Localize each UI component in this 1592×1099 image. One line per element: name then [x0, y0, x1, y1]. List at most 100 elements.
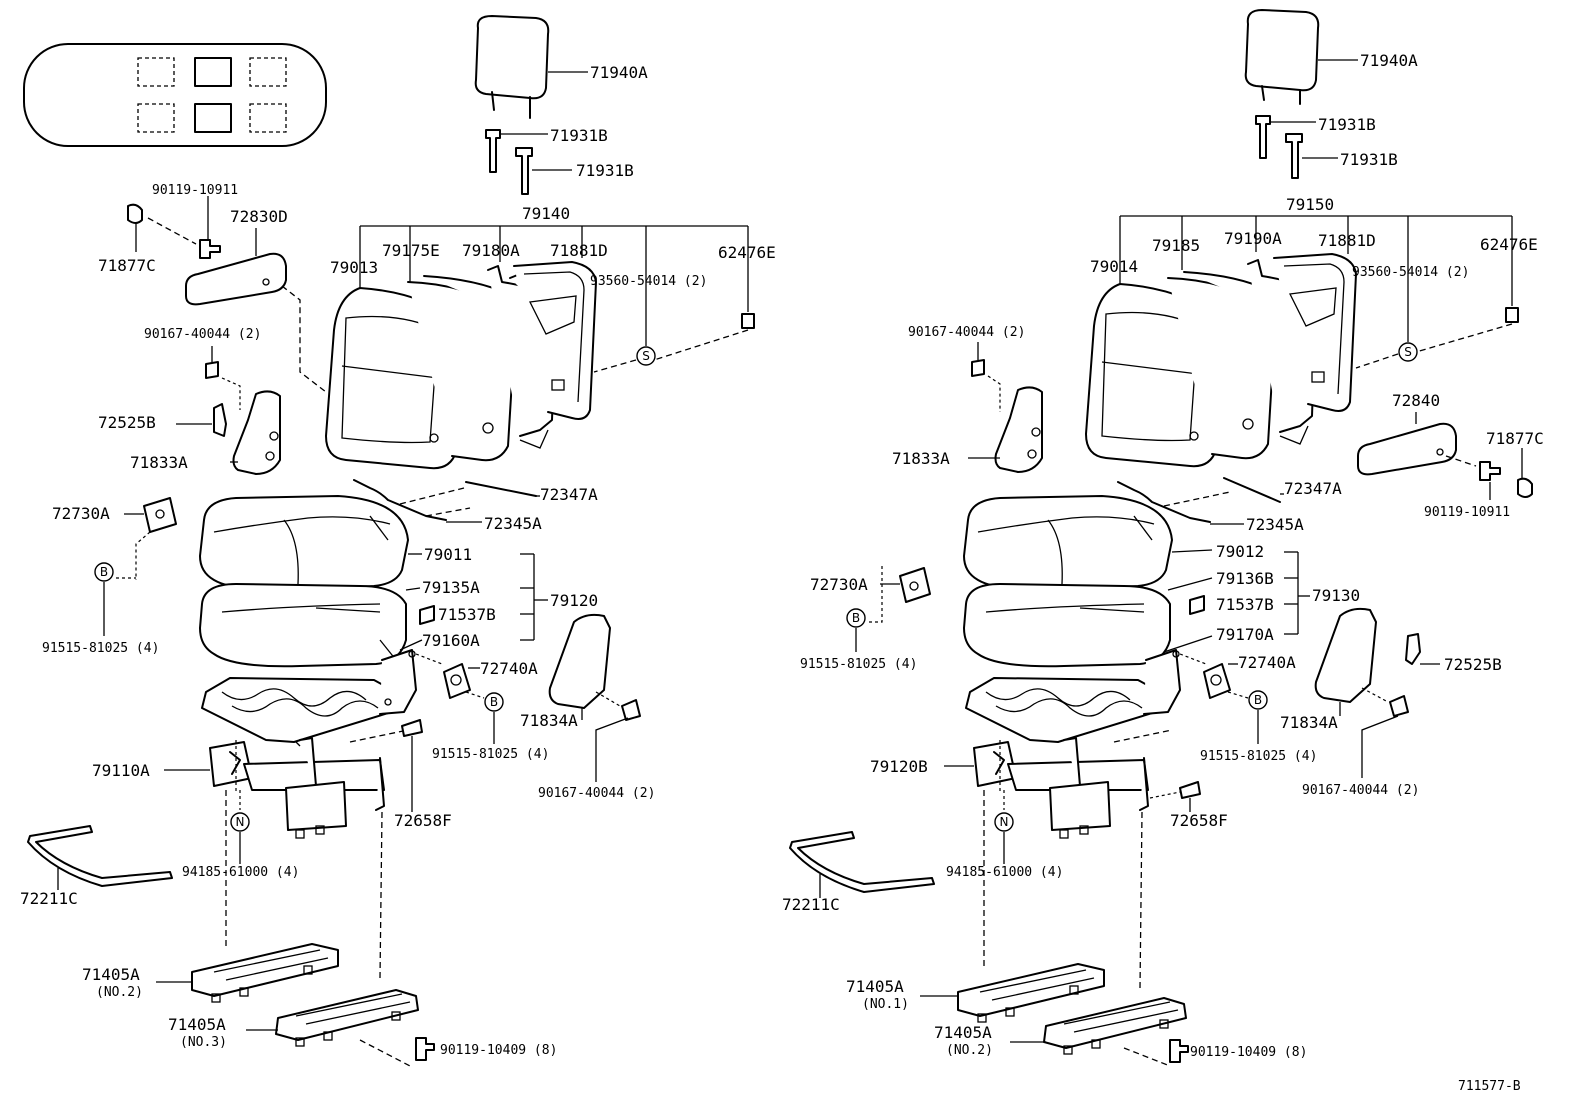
label-79180A: 79180A — [462, 241, 520, 260]
side-cover-right — [1314, 607, 1440, 778]
label-90167-40044: 90167-40044 (2) — [908, 325, 1025, 340]
label-71834A: 71834A — [520, 711, 578, 730]
callout-n-right: N — [994, 790, 1014, 864]
label-71940A: 71940A — [1360, 51, 1418, 70]
seat-frame-left — [201, 649, 443, 747]
rails-left — [156, 790, 435, 1067]
label-71877C: 71877C — [1486, 429, 1544, 448]
label-72211C: 72211C — [782, 895, 840, 914]
plate-72730A-right: B — [846, 566, 931, 652]
label-79150: 79150 — [1286, 195, 1334, 214]
label-91515-81025: 91515-81025 (4) — [432, 747, 549, 762]
seat-cushion-right — [963, 495, 1213, 668]
callout-n-left: N — [230, 790, 250, 864]
label-72658F: 72658F — [1170, 811, 1228, 830]
label-91515-81025: 91515-81025 (4) — [1200, 749, 1317, 764]
label-72840: 72840 — [1392, 391, 1440, 410]
label-79110A: 79110A — [92, 761, 150, 780]
label-79140: 79140 — [522, 204, 570, 223]
label-71833A: 71833A — [892, 449, 950, 468]
label-71881D: 71881D — [1318, 231, 1376, 250]
label-94185-61000: 94185-61000 (4) — [182, 865, 299, 880]
label-72345A: 72345A — [484, 514, 542, 533]
headrest-right — [1244, 9, 1358, 105]
label-71834A: 71834A — [1280, 713, 1338, 732]
label-79011: 79011 — [424, 545, 472, 564]
label-79135A: 79135A — [422, 578, 480, 597]
label-90167-40044: 90167-40044 (2) — [144, 327, 261, 342]
callout-s-text-right: S — [1404, 345, 1412, 359]
callout-s-right: S — [1355, 342, 1418, 369]
label-79120B: 79120B — [870, 757, 928, 776]
headrest-guides-right — [1255, 115, 1338, 179]
label-93560-54014: 93560-54014 (2) — [1352, 265, 1469, 280]
label-71931B: 71931B — [1340, 150, 1398, 169]
right-seat-assembly: S — [789, 9, 1533, 1067]
cap-62476E-right — [1415, 307, 1519, 353]
side-cover-left — [548, 613, 641, 782]
callout-b-text-2: B — [490, 695, 498, 709]
label-90119-10409: 90119-10409 (8) — [1190, 1045, 1307, 1060]
label-no1: (NO.1) — [862, 997, 909, 1012]
label-72525B: 72525B — [1444, 655, 1502, 674]
label-79120: 79120 — [550, 591, 598, 610]
left-seat-assembly: S — [27, 15, 755, 1067]
rails-right — [920, 790, 1189, 1067]
seat-base-right — [944, 729, 1173, 839]
label-71931B: 71931B — [550, 126, 608, 145]
label-72525B: 72525B — [98, 413, 156, 432]
label-71877C: 71877C — [98, 256, 156, 275]
seatback-right — [1085, 253, 1357, 468]
label-72740A: 72740A — [1238, 653, 1296, 672]
label-90119-10911: 90119-10911 — [1424, 505, 1510, 520]
cap-62476E-left — [653, 313, 755, 361]
label-71931B: 71931B — [576, 161, 634, 180]
callout-s-text: S — [642, 349, 650, 363]
headrest-guides-left — [485, 129, 572, 195]
label-79160A: 79160A — [422, 631, 480, 650]
seat-frame-right — [965, 649, 1207, 743]
cap-72658F-left — [401, 719, 423, 812]
label-90119-10409: 90119-10409 (8) — [440, 1043, 557, 1058]
seat-cushion-left — [199, 495, 423, 668]
label-72730A: 72730A — [52, 504, 110, 523]
label-79185: 79185 — [1152, 236, 1200, 255]
label-72347A: 72347A — [540, 485, 598, 504]
label-91515-81025: 91515-81025 (4) — [800, 657, 917, 672]
armrest-right — [1357, 412, 1533, 500]
diagram-id: 711577-B — [1458, 1079, 1521, 1094]
label-71405A: 71405A — [934, 1023, 992, 1042]
plate-72740A-right: B — [1203, 663, 1268, 744]
label-72211C: 72211C — [20, 889, 78, 908]
label-71405A: 71405A — [168, 1015, 226, 1034]
label-79136B: 79136B — [1216, 569, 1274, 588]
label-72830D: 72830D — [230, 207, 288, 226]
rods-left — [353, 479, 540, 523]
bracket-79140 — [359, 225, 749, 346]
label-72345A: 72345A — [1246, 515, 1304, 534]
label-90167-40044: 90167-40044 (2) — [1302, 783, 1419, 798]
label-90119-10911: 90119-10911 — [152, 183, 238, 198]
label-71940A: 71940A — [590, 63, 648, 82]
callout-b-text-r2: B — [1254, 693, 1262, 707]
label-no3: (NO.3) — [180, 1035, 227, 1050]
label-71881D: 71881D — [550, 241, 608, 260]
label-79175E: 79175E — [382, 241, 440, 260]
wire-72211C-left — [27, 825, 173, 890]
callout-n-text: N — [236, 815, 245, 829]
armrest-left — [127, 196, 327, 393]
label-90167-40044: 90167-40044 (2) — [538, 786, 655, 801]
label-72740A: 72740A — [480, 659, 538, 678]
label-91515-81025: 91515-81025 (4) — [42, 641, 159, 656]
labels-right: 71940A 71931B 71931B 79150 79014 79185 7… — [782, 51, 1544, 1060]
callout-b-text-r1: B — [852, 611, 860, 625]
tag-71537B-left — [419, 605, 435, 625]
rods-right — [1117, 477, 1284, 525]
label-71405A: 71405A — [846, 977, 904, 996]
label-71931B: 71931B — [1318, 115, 1376, 134]
label-79130: 79130 — [1312, 586, 1360, 605]
callout-n-text-right: N — [1000, 815, 1009, 829]
label-71833A: 71833A — [130, 453, 188, 472]
